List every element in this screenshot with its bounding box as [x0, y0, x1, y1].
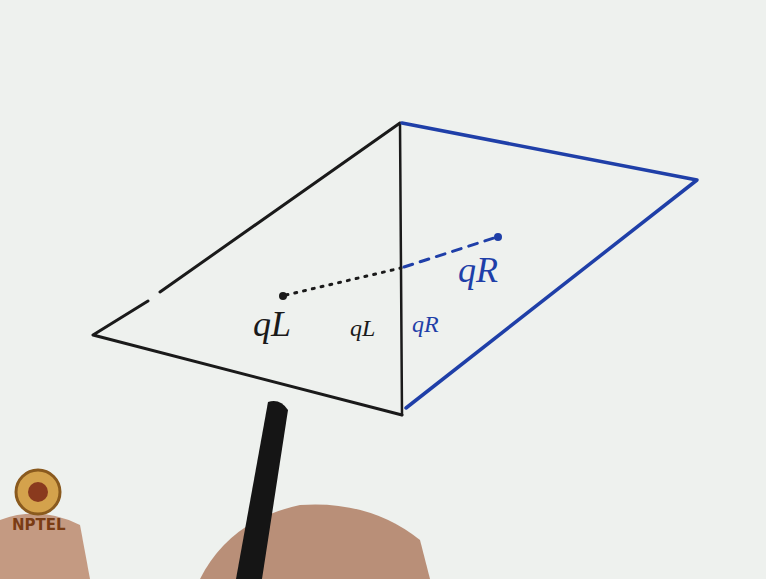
logo-text: NPTEL	[12, 518, 66, 533]
dotted-line	[286, 268, 401, 295]
logo-emblem	[16, 470, 60, 514]
marker	[236, 401, 288, 579]
hand	[200, 504, 430, 579]
edge-point-label: qR	[412, 312, 439, 336]
centroid-dot	[279, 292, 287, 300]
triangle-edge	[93, 301, 402, 415]
point-label: qR	[458, 252, 498, 288]
hand	[0, 514, 90, 579]
point-label: qL	[253, 306, 291, 342]
triangle-edge-blue	[402, 123, 697, 408]
edge-point-label: qL	[350, 316, 375, 340]
triangle-edge	[160, 123, 400, 292]
centroid-dot-blue	[494, 233, 502, 241]
logo-emblem	[28, 482, 48, 502]
